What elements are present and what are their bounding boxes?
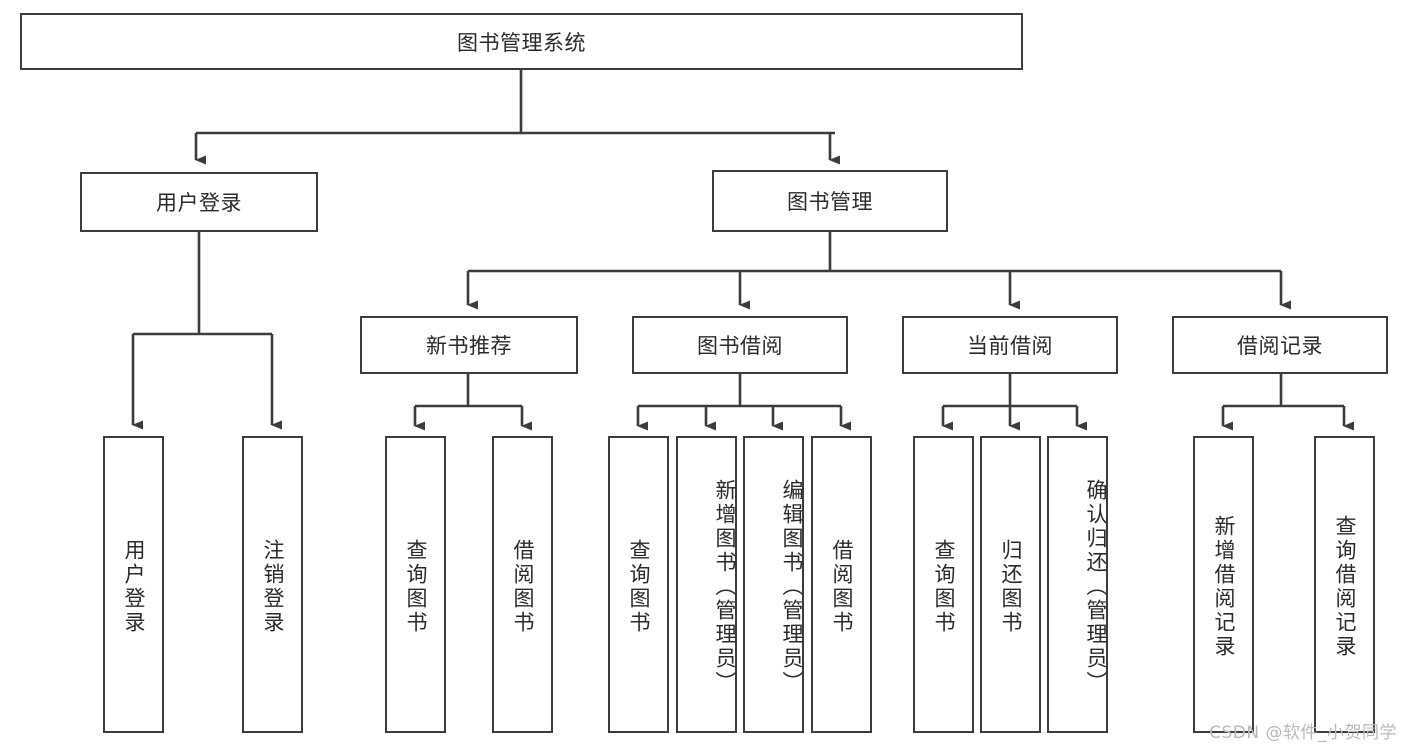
- leaf-add-borrow-record[interactable]: 新增借阅记录: [1193, 436, 1254, 733]
- node-book-borrow[interactable]: 图书借阅: [632, 316, 848, 374]
- leaf-return-book[interactable]: 归还图书: [980, 436, 1041, 733]
- leaf-borrow-book-recommend[interactable]: 借阅图书: [492, 436, 553, 733]
- leaf-query-book-current[interactable]: 查询图书: [913, 436, 974, 733]
- leaf-confirm-return-admin[interactable]: 确认归还（管理员）: [1047, 436, 1108, 733]
- leaf-query-book-recommend[interactable]: 查询图书: [385, 436, 446, 733]
- leaf-query-book-borrow[interactable]: 查询图书: [608, 436, 669, 733]
- node-new-book-recommend[interactable]: 新书推荐: [360, 316, 578, 374]
- node-book-management[interactable]: 图书管理: [712, 170, 948, 232]
- node-root-book-management-system[interactable]: 图书管理系统: [20, 13, 1023, 70]
- watermark-text: CSDN @软件_小贺同学: [1209, 723, 1397, 743]
- leaf-borrow-book[interactable]: 借阅图书: [811, 436, 872, 733]
- leaf-add-book-admin[interactable]: 新增图书（管理员）: [676, 436, 737, 733]
- node-user-login[interactable]: 用户登录: [80, 172, 318, 232]
- leaf-query-borrow-record[interactable]: 查询借阅记录: [1314, 436, 1375, 733]
- node-current-borrow[interactable]: 当前借阅: [902, 316, 1118, 374]
- leaf-edit-book-admin[interactable]: 编辑图书（管理员）: [743, 436, 804, 733]
- leaf-user-login[interactable]: 用户登录: [103, 436, 164, 733]
- leaf-user-logout[interactable]: 注销登录: [242, 436, 303, 733]
- node-borrow-record[interactable]: 借阅记录: [1172, 316, 1388, 374]
